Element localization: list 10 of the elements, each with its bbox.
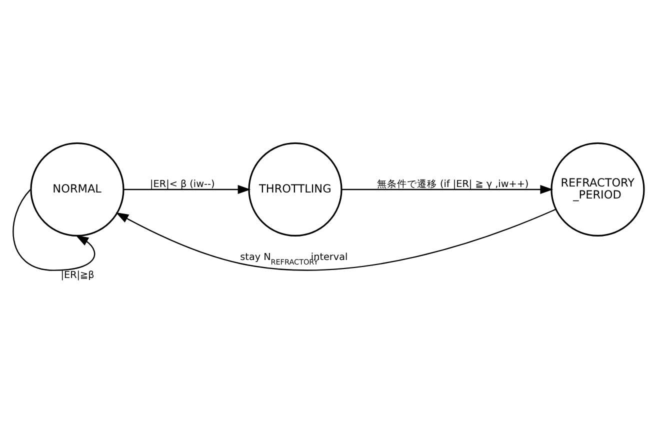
node-circle: THROTTLING xyxy=(248,142,342,236)
arrow xyxy=(342,184,554,194)
node-circle: NORMAL xyxy=(30,142,124,236)
arrow xyxy=(124,184,251,194)
arrow xyxy=(116,208,556,270)
edge-label: |ER|≧β xyxy=(60,270,94,281)
node-circle: REFRACTORY _PERIOD xyxy=(550,142,645,236)
edge-label: 無条件で遷移 (if |ER| ≧ γ ,iw++) xyxy=(376,178,529,190)
edge-label: stay N$_{REFRACTORY}$ interval xyxy=(240,251,348,266)
edge-label: |ER|< β (iw--) xyxy=(150,178,215,190)
